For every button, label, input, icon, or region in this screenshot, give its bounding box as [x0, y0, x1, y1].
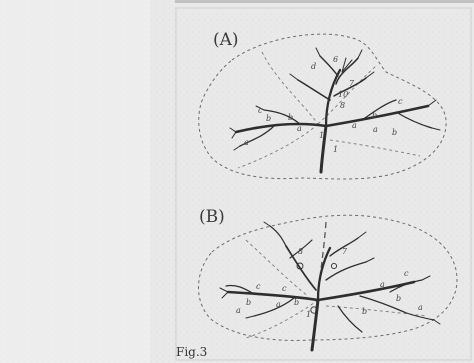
segment-label: a: [380, 280, 385, 289]
segment-label: b: [396, 294, 401, 303]
segment-label: 1: [333, 145, 338, 154]
segment-label: c: [404, 269, 409, 278]
panel-b-label: (B): [199, 207, 225, 227]
segment-label: d: [311, 62, 316, 71]
segment-label: 8: [340, 101, 345, 110]
segment-label: b: [246, 298, 251, 307]
segment-label: 8: [298, 247, 303, 256]
figure-caption: Fig.3: [176, 345, 207, 359]
segment-label: b: [266, 114, 271, 123]
segment-label: 10: [338, 90, 348, 99]
segment-label: b: [294, 298, 299, 307]
segment-label: a: [244, 138, 249, 147]
segment-label: a: [352, 121, 357, 130]
segment-label: c: [282, 284, 287, 293]
page-edge-shadow: [175, 0, 474, 3]
segment-label: c: [398, 97, 403, 106]
panel-a-label: (A): [213, 30, 239, 50]
segment-label: a: [373, 125, 378, 134]
segment-label: a: [297, 124, 302, 133]
segment-label: 6: [333, 55, 338, 64]
segment-label: b: [372, 111, 377, 120]
segment-label: b: [288, 113, 293, 122]
segment-label: a: [276, 300, 281, 309]
segment-label: c: [256, 282, 261, 291]
segment-label: b: [362, 307, 367, 316]
segment-label: c: [258, 106, 263, 115]
segment-label: b: [392, 128, 397, 137]
segment-label: a: [418, 303, 423, 312]
segment-label: 1: [306, 310, 311, 319]
segment-label: a: [236, 306, 241, 315]
segment-label: 1: [319, 131, 324, 140]
left-margin-shade: [0, 0, 150, 363]
